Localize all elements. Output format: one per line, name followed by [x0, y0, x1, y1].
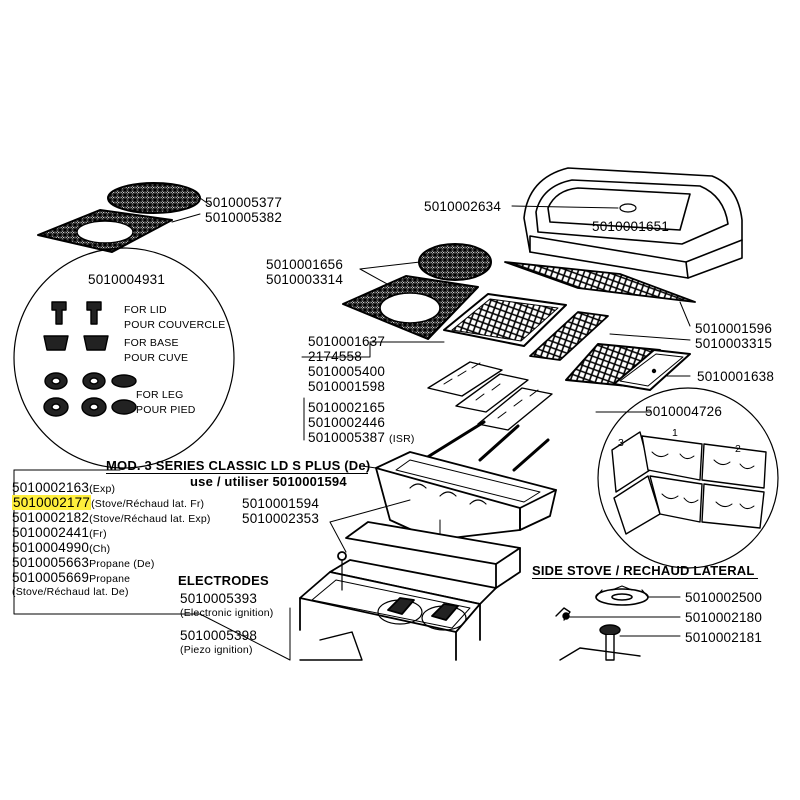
grill-base-frame — [299, 521, 521, 661]
firebox — [375, 451, 557, 541]
side-stove-title-underline — [532, 578, 758, 579]
lid-knob-parts — [51, 301, 102, 325]
round-cooking-grid — [418, 243, 492, 281]
list-item-note: (Stove/Réchaud lat. De) — [12, 586, 129, 598]
drip-tray — [613, 349, 691, 391]
label-warming-rack: 5010001596 — [695, 321, 773, 336]
round-grill-mat — [107, 182, 201, 214]
square-grid-with-hole — [342, 275, 479, 340]
burner-tubes — [424, 420, 550, 472]
label-cooking-grids: 5010001656 5010003314 — [266, 257, 344, 287]
label-electrode-electronic: 5010005393 (Electronic ignition) — [180, 591, 274, 619]
label-burners: 5010002165 5010002446 5010005387 (ISR) — [308, 400, 415, 445]
label-firebox: 5010001594 5010002353 — [242, 496, 320, 526]
label-grill-mats: 5010005377 5010005382 — [205, 195, 283, 225]
firebox-detail-circle — [597, 387, 779, 569]
side-stove-burner — [595, 585, 649, 606]
model-use-line: use / utiliser 5010001594 — [190, 474, 347, 489]
tube-number-1: 1 — [672, 427, 679, 439]
tube-number-2: 2 — [735, 443, 742, 455]
label-firebox-detail: 5010004726 — [645, 404, 723, 419]
label-kit-leg: FOR LEG POUR PIED — [136, 389, 196, 416]
side-grate — [529, 311, 609, 361]
label-drip-tray: 5010001638 — [697, 369, 775, 384]
label-side-grate: 5010003315 — [695, 336, 773, 351]
leg-grommet-parts — [43, 372, 137, 417]
label-side-stove-valve: 5010002181 — [685, 630, 763, 645]
label-side-stove-igniter: 5010002180 — [685, 610, 763, 625]
list-item-highlighted: 5010002177(Stove/Réchaud lat. Fr) — [12, 495, 205, 510]
warming-rack — [504, 261, 696, 303]
main-cooking-grate — [443, 293, 567, 347]
label-lid-window: 5010001651 — [592, 219, 670, 234]
label-kit-lid: FOR LID POUR COUVERCLE — [124, 304, 226, 331]
label-kit-base: FOR BASE POUR CUVE — [124, 337, 189, 364]
label-lid-top: 5010002634 — [424, 199, 502, 214]
list-item: 5010002441(Fr) — [12, 525, 107, 540]
list-item: 5010005669Propane — [12, 570, 131, 585]
grill-lid — [523, 167, 743, 279]
label-electrode-piezo: 5010005398 (Piezo ignition) — [180, 628, 258, 656]
heat-shields — [427, 361, 553, 431]
label-grate-group: 5010001637 2174558 5010005400 5010001598 — [308, 334, 386, 394]
square-grill-mat — [37, 209, 173, 253]
model-part-list: 5010002163(Exp) 5010002177(Stove/Réchaud… — [12, 480, 211, 600]
side-stove-igniter — [555, 607, 571, 621]
list-item: 5010005663Propane (De) — [12, 555, 155, 570]
electrodes-title: ELECTRODES — [178, 573, 269, 588]
model-title-underline — [106, 473, 368, 474]
list-item: 5010004990(Ch) — [12, 540, 111, 555]
base-feet-parts — [43, 335, 109, 351]
accessory-kit-circle — [13, 247, 235, 469]
label-accessory-kit: 5010004931 — [88, 272, 166, 287]
tube-number-3: 3 — [618, 437, 625, 449]
model-title: MOD. 3 SERIES CLASSIC LD S PLUS (De) — [106, 458, 371, 473]
list-item: 5010002182(Stove/Réchaud lat. Exp) — [12, 510, 211, 525]
list-item: 5010002163(Exp) — [12, 480, 116, 495]
label-side-stove-burner: 5010002500 — [685, 590, 763, 605]
side-stove-title: SIDE STOVE / RECHAUD LATERAL — [532, 563, 755, 578]
side-stove-valve — [599, 624, 621, 661]
